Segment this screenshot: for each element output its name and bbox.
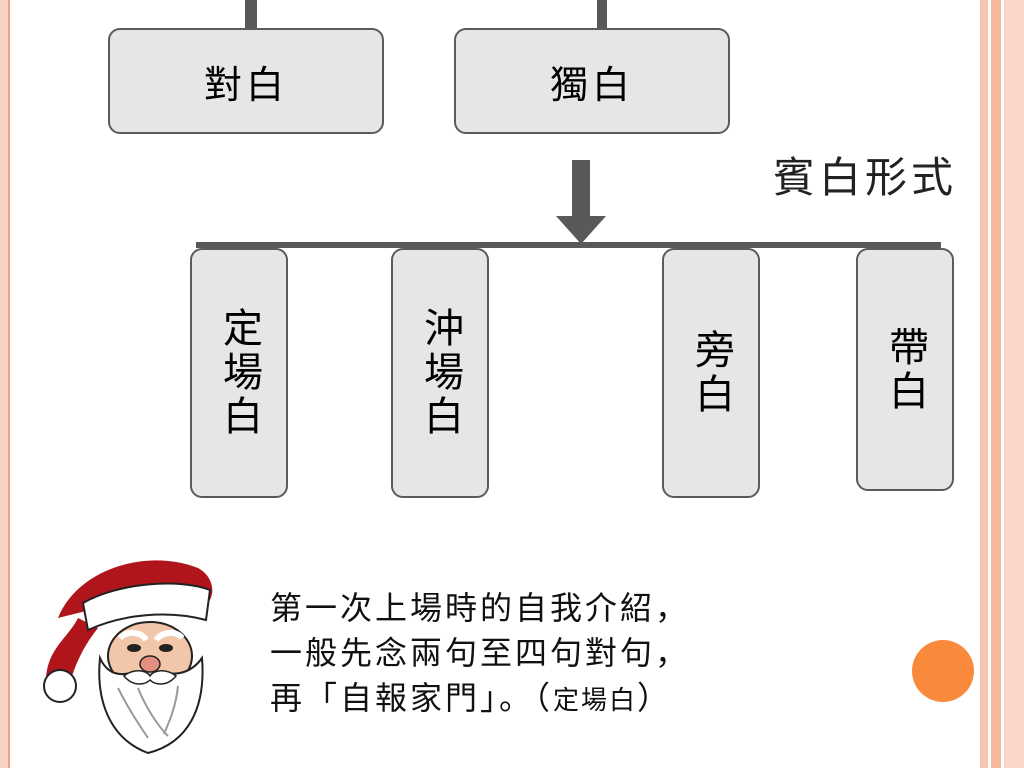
box-opening-speech: 定場白	[190, 248, 288, 498]
branch-line	[196, 242, 941, 248]
description-note: 定場白	[553, 686, 638, 716]
box-entrance-speech: 沖場白	[391, 248, 489, 498]
box-entrance-speech-label: 沖場白	[417, 307, 463, 439]
slide-right-border	[980, 0, 1024, 768]
description-line-1: 第一次上場時的自我介紹，	[270, 589, 691, 627]
box-aside: 旁白	[662, 248, 760, 498]
box-monologue-label: 獨白	[549, 62, 634, 107]
box-dialogue: 對白	[108, 28, 384, 134]
down-arrow-icon	[556, 160, 606, 244]
connector-top-left	[245, 0, 257, 30]
connector-top-right	[597, 0, 607, 30]
description-line-3-text: 再「自報家門」。（	[270, 679, 554, 717]
santa-clipart-icon	[43, 560, 213, 755]
description-text: 第一次上場時的自我介紹， 一般先念兩句至四句對句， 再「自報家門」。（定場白）	[270, 586, 690, 724]
box-opening-speech-label: 定場白	[216, 307, 262, 439]
description-line-3: 再「自報家門」。（定場白）	[270, 676, 690, 724]
box-incidental-speech: 帶白	[856, 248, 954, 491]
box-incidental-speech-label: 帶白	[882, 325, 928, 414]
box-monologue: 獨白	[454, 28, 730, 134]
description-line-2: 一般先念兩句至四句對句，	[270, 634, 691, 672]
box-dialogue-label: 對白	[203, 62, 288, 107]
diagram-heading: 賓白形式	[773, 153, 958, 202]
slide-left-border	[0, 0, 10, 768]
box-aside-label: 旁白	[688, 329, 734, 417]
description-close: ）	[637, 679, 673, 717]
accent-dot	[912, 640, 974, 702]
